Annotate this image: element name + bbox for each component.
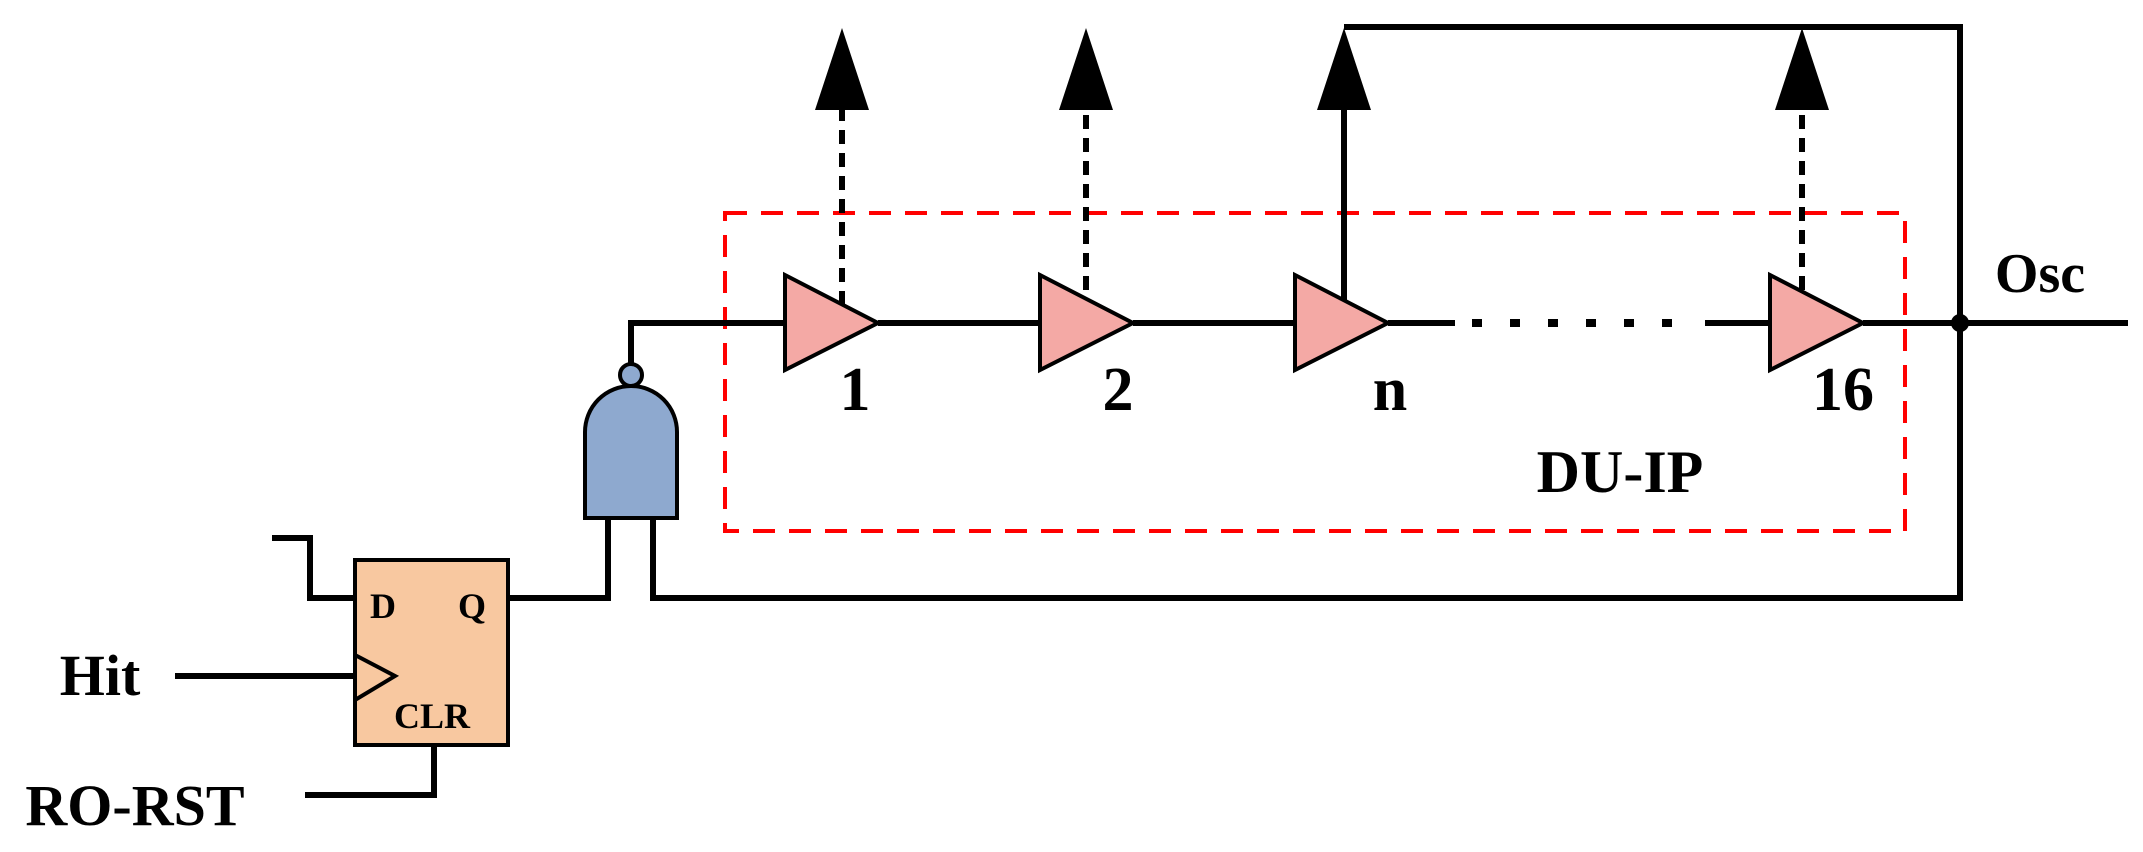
nand-gate <box>583 362 679 520</box>
hit-label: Hit <box>60 643 141 708</box>
du-ip-boundary <box>723 211 1907 533</box>
ff-clr-label: CLR <box>394 696 471 736</box>
output-junction <box>1951 314 1969 332</box>
ro-rst-label: RO-RST <box>25 773 244 838</box>
ff-q-label: Q <box>458 586 486 626</box>
flip-flop <box>353 558 510 747</box>
osc-label: Osc <box>1995 243 2085 305</box>
ellipsis-dots <box>1472 319 1672 327</box>
tap-buffer-2 <box>1059 28 1113 290</box>
buffer-label-n: n <box>1373 356 1407 424</box>
nand-inversion-bubble <box>618 362 644 388</box>
buffer-label-2: 2 <box>1103 356 1134 424</box>
du-ip-label: DU-IP <box>1537 439 1704 505</box>
tap-buffer-n <box>1317 28 1371 305</box>
buffer-label-1: 1 <box>840 356 871 424</box>
buffer-label-16: 16 <box>1812 356 1874 424</box>
buffer-n <box>1293 271 1393 374</box>
buffer-2 <box>1038 271 1138 374</box>
tap-buffer-1 <box>815 28 869 305</box>
clock-input-triangle <box>353 653 400 702</box>
buffer-16 <box>1768 271 1868 374</box>
chain-wires <box>175 24 2128 798</box>
ff-d-label: D <box>370 586 396 626</box>
tap-buffer-16 <box>1775 28 1829 290</box>
buffer-1 <box>783 271 883 374</box>
